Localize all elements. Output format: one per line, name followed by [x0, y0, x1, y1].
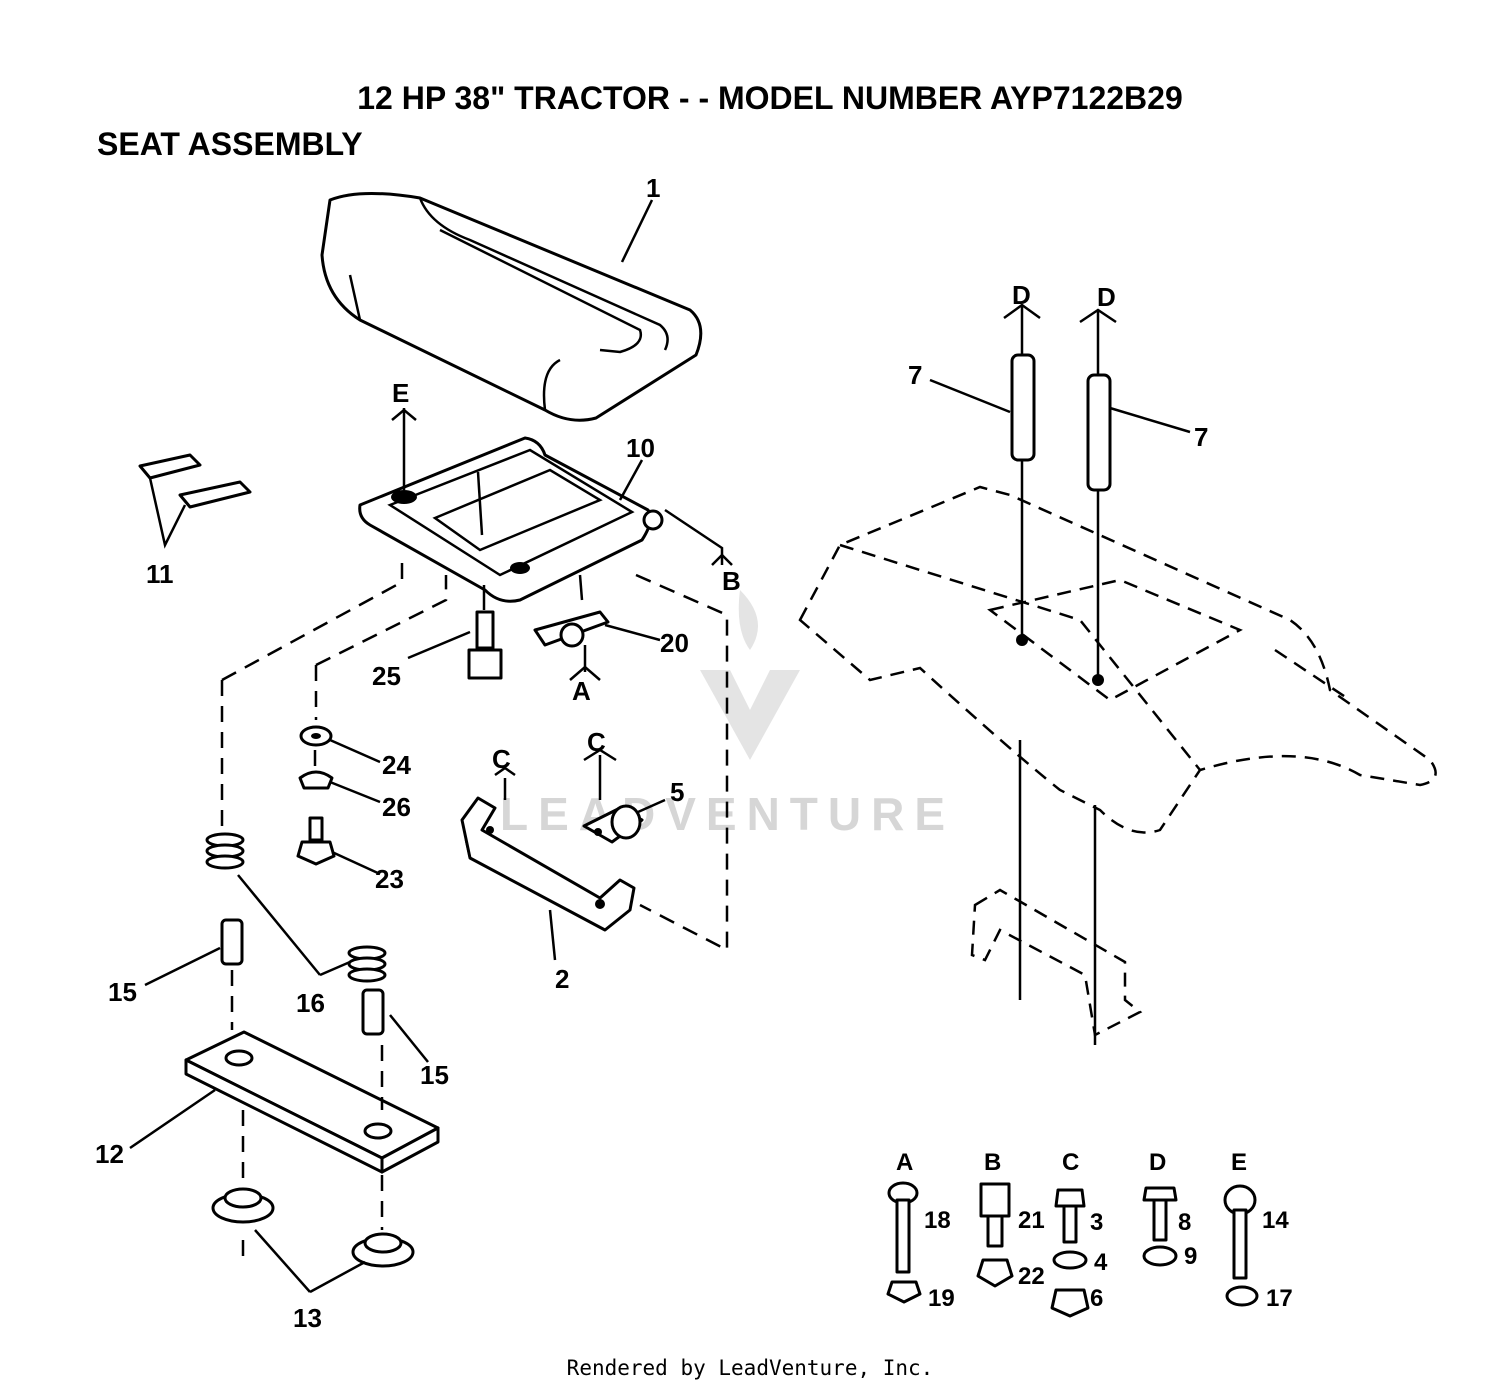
seat-pads [138, 453, 252, 549]
bolt-25 [467, 585, 503, 680]
callout-7-right: 7 [1194, 422, 1208, 452]
key-letter-D: D [1149, 1149, 1166, 1176]
callout-26: 26 [382, 792, 411, 822]
key-14: 14 [1262, 1207, 1289, 1234]
callout-25: 25 [372, 661, 401, 691]
key-21: 21 [1018, 1207, 1045, 1234]
callout-24: 24 [382, 750, 411, 780]
frame-bracket [970, 740, 1143, 1045]
callout-C-left: C [492, 744, 511, 774]
key-8: 8 [1178, 1209, 1191, 1236]
callout-B: B [722, 566, 741, 596]
watermark: LEADVENTURE [500, 590, 955, 840]
callout-10: 10 [626, 433, 655, 463]
section-title: SEAT ASSEMBLY [97, 126, 363, 162]
page-title: 12 HP 38" TRACTOR - - MODEL NUMBER AYP71… [357, 80, 1183, 116]
seat-bracket [460, 796, 636, 932]
callout-5: 5 [670, 777, 684, 807]
callout-20: 20 [660, 628, 689, 658]
key-letter-E: E [1231, 1149, 1247, 1176]
seat-springs-7 [1003, 303, 1117, 686]
key-3: 3 [1090, 1209, 1103, 1236]
callout-23: 23 [375, 864, 404, 894]
springs-spacers [205, 832, 387, 1036]
callout-15-right: 15 [420, 1060, 449, 1090]
callout-C-right: C [587, 727, 606, 757]
key-18: 18 [924, 1207, 951, 1234]
watermark-text: LEADVENTURE [500, 788, 955, 840]
hardware-key-labels: A B C D E 18 19 21 22 3 4 6 8 9 14 17 [896, 1149, 1293, 1312]
key-letter-C: C [1062, 1149, 1079, 1176]
callout-2: 2 [555, 964, 569, 994]
callout-11: 11 [146, 559, 174, 589]
fender [798, 485, 1437, 834]
washer-nut-bolt [296, 725, 336, 866]
callout-E: E [392, 378, 409, 408]
callout-7-left: 7 [908, 360, 922, 390]
base-plate [184, 1030, 440, 1174]
callout-16: 16 [296, 988, 325, 1018]
clip-5 [494, 748, 644, 844]
key-6: 6 [1090, 1285, 1103, 1312]
key-19: 19 [928, 1285, 955, 1312]
clamp-20 [533, 574, 610, 681]
seat-cushion [320, 192, 703, 422]
callout-12: 12 [95, 1139, 124, 1169]
hardware-key [886, 1181, 1259, 1318]
callout-15-left: 15 [108, 977, 137, 1007]
key-22: 22 [1018, 1263, 1045, 1290]
key-17: 17 [1266, 1285, 1293, 1312]
callout-A: A [572, 676, 591, 706]
callout-labels: 1 10 11 B 20 A 25 24 26 23 C C 5 2 15 16… [95, 173, 1208, 1333]
footer-credit: Rendered by LeadVenture, Inc. [566, 1356, 934, 1380]
callout-13: 13 [293, 1303, 322, 1333]
key-letter-A: A [896, 1149, 913, 1176]
key-9: 9 [1184, 1243, 1197, 1270]
callout-D-left: D [1012, 280, 1031, 310]
grommets [211, 1187, 415, 1268]
callout-1: 1 [646, 173, 660, 203]
key-letter-B: B [984, 1149, 1001, 1176]
key-4: 4 [1094, 1249, 1108, 1276]
leaders [129, 199, 1191, 1294]
seat-pan [358, 436, 664, 603]
callout-D-right: D [1097, 282, 1116, 312]
